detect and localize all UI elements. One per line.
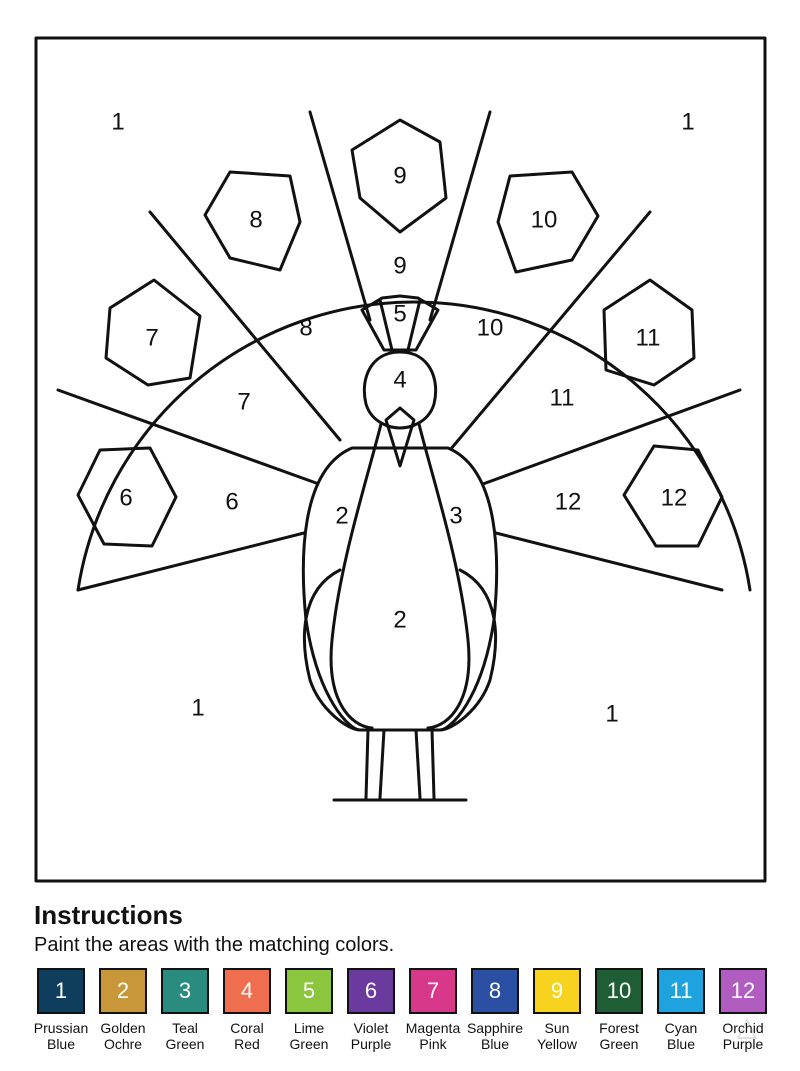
leg: [414, 728, 422, 800]
region-label: 10: [477, 315, 504, 342]
fan-divider: [56, 388, 332, 490]
swatch-number: 10: [595, 968, 643, 1014]
region-label: 2: [393, 607, 406, 634]
wing-outline: [438, 568, 498, 732]
region-label: 3: [449, 503, 462, 530]
region-label: 9: [393, 253, 406, 280]
feather-eye: [350, 118, 448, 234]
leg: [430, 728, 436, 800]
feather-eye: [104, 278, 202, 387]
region-label: 1: [191, 695, 204, 722]
neck-outline: [329, 418, 471, 730]
region-label: 6: [119, 485, 132, 512]
region-label: 4: [393, 367, 406, 394]
swatch-number: 1: [37, 968, 85, 1014]
region-label: 9: [393, 163, 406, 190]
region-label: 11: [550, 385, 575, 412]
region-label: 7: [145, 325, 158, 352]
beak: [384, 406, 416, 468]
region-label: 6: [225, 489, 238, 516]
region-label: 1: [681, 109, 694, 136]
region-label: 1: [605, 701, 618, 728]
instructions-title: Instructions: [34, 900, 183, 930]
instructions-text: Paint the areas with the matching colors…: [34, 934, 395, 956]
swatch-number: 7: [409, 968, 457, 1014]
fan-divider: [308, 110, 372, 322]
fan-divider: [148, 210, 342, 442]
swatch-number: 11: [657, 968, 705, 1014]
region-label: 12: [661, 485, 688, 512]
feather-eye: [203, 170, 302, 272]
wing-outline: [302, 568, 362, 732]
region-label: 8: [249, 207, 262, 234]
artwork-frame: [34, 36, 767, 883]
leg: [364, 728, 370, 800]
region-label: 12: [555, 489, 582, 516]
region-label: 8: [299, 315, 312, 342]
body-outline: [301, 446, 499, 732]
coloring-artwork: 1 1 1 1 2 2 3 4 5 6 6 7 7 8 8 9 9 10 10 …: [34, 36, 767, 883]
swatch-number: 9: [533, 968, 581, 1014]
fan-divider: [470, 388, 742, 490]
swatch-number: 5: [285, 968, 333, 1014]
fan-divider: [448, 210, 652, 452]
swatch-number: 6: [347, 968, 395, 1014]
watermark-icon: [736, 1018, 758, 1039]
feather-eye: [76, 446, 178, 548]
feather-eye: [602, 278, 696, 387]
fan-divider: [428, 110, 492, 322]
leg: [378, 728, 386, 800]
region-label: 11: [636, 325, 661, 352]
region-label: 2: [335, 503, 348, 530]
region-label: 5: [393, 301, 406, 328]
swatch-number: 12: [719, 968, 767, 1014]
swatch-number: 4: [223, 968, 271, 1014]
feather-eye: [622, 444, 724, 548]
swatch-number: 3: [161, 968, 209, 1014]
fan-inner-edge: [76, 530, 310, 592]
swatch-number: 2: [99, 968, 147, 1014]
region-label: 1: [111, 109, 124, 136]
region-label: 7: [237, 389, 250, 416]
feather-eye: [496, 170, 600, 274]
crest: [360, 294, 440, 352]
fan-inner-edge: [490, 530, 724, 592]
swatch-number: 8: [471, 968, 519, 1014]
head-outline: [362, 350, 438, 430]
region-label: 10: [531, 207, 558, 234]
